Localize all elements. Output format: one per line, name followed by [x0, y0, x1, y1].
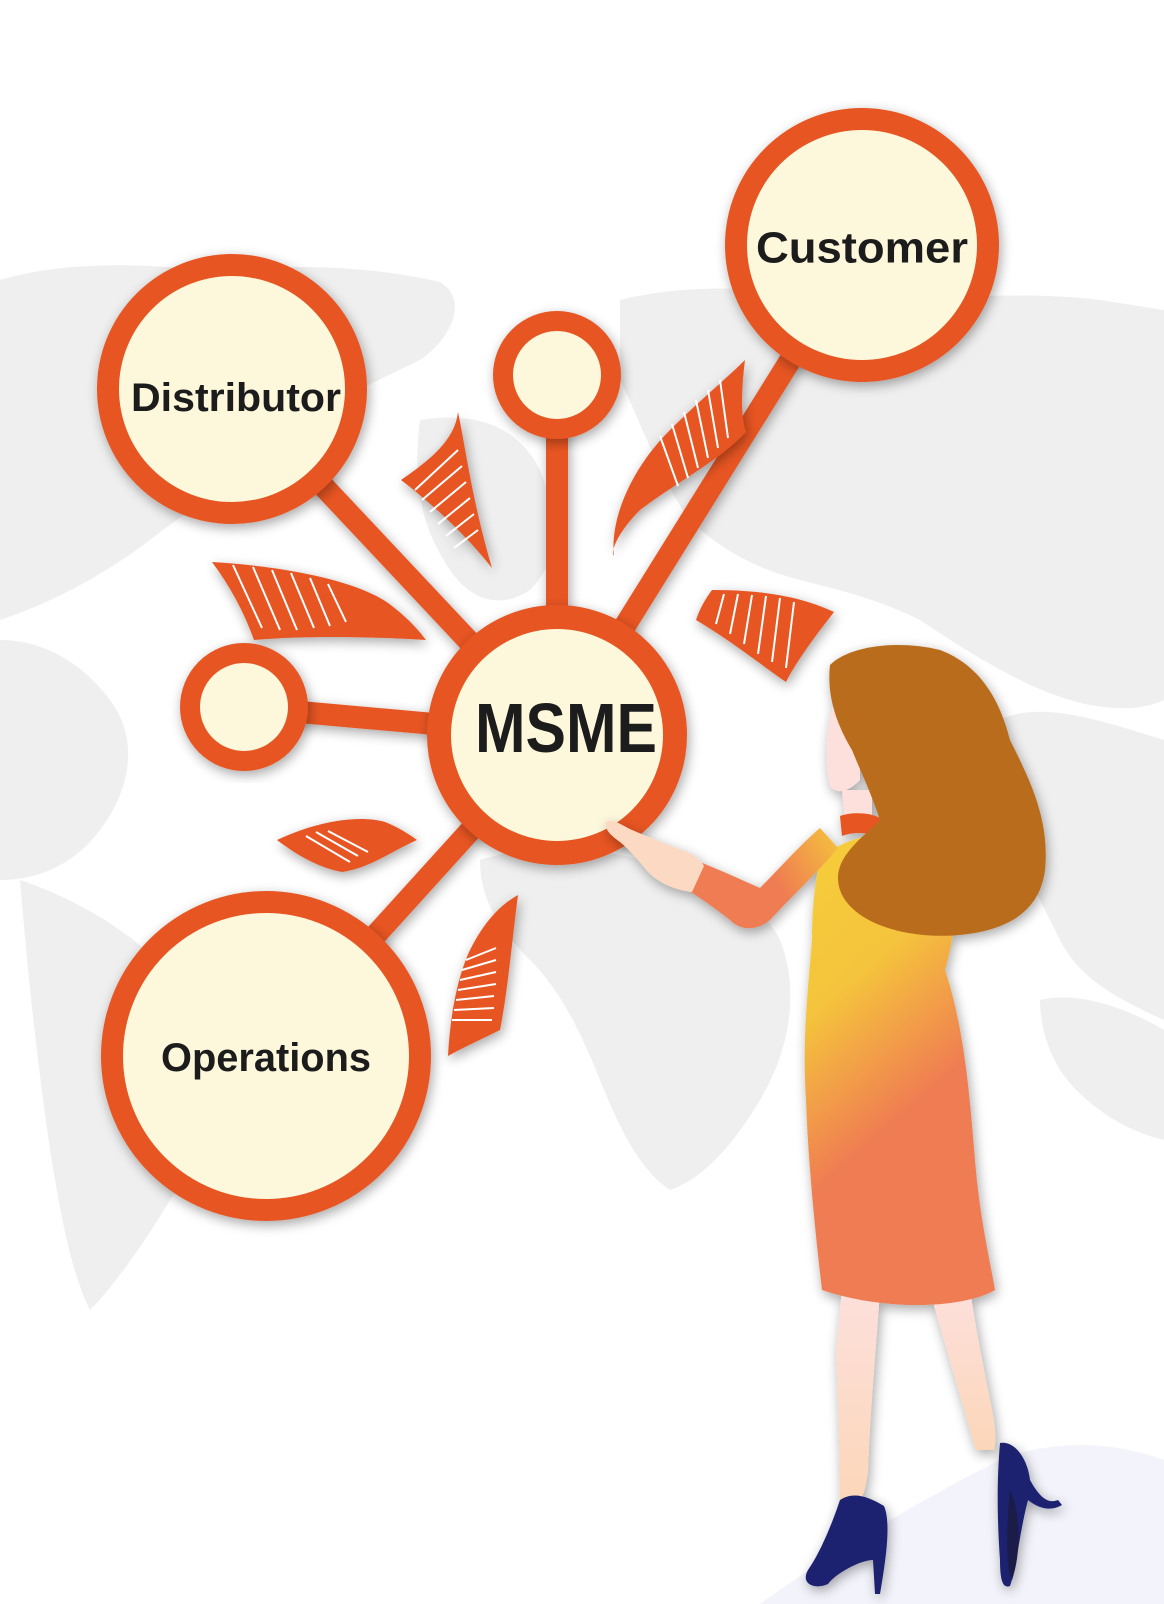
paper-icon — [696, 590, 834, 682]
node-customer: Customer — [725, 108, 999, 382]
left-shoe-icon — [805, 1495, 888, 1594]
node-distributor: Distributor — [97, 254, 367, 524]
left-leg — [836, 1290, 880, 1505]
paper-icon — [277, 819, 417, 872]
pointing-arm — [688, 828, 838, 929]
node-label-customer: Customer — [756, 224, 968, 273]
floor-shadow — [760, 1445, 1164, 1604]
node-label-operations: Operations — [161, 1036, 371, 1080]
right-leg — [930, 1290, 996, 1450]
node-operations: Operations — [101, 891, 431, 1221]
hair — [829, 645, 1046, 936]
node-blank-top — [493, 311, 621, 439]
node-blank-left — [180, 643, 308, 771]
node-label-msme: MSME — [475, 689, 657, 767]
paper-icon — [448, 895, 518, 1056]
pointing-hand — [605, 820, 704, 892]
paper-icon — [401, 412, 492, 568]
node-label-distributor: Distributor — [131, 376, 341, 420]
paper-icon — [212, 562, 426, 640]
paper-icon — [613, 360, 746, 556]
decorative-papers — [212, 360, 834, 1056]
dress — [804, 834, 995, 1305]
woman-figure — [605, 645, 1062, 1594]
node-msme-center: MSME — [427, 605, 687, 865]
